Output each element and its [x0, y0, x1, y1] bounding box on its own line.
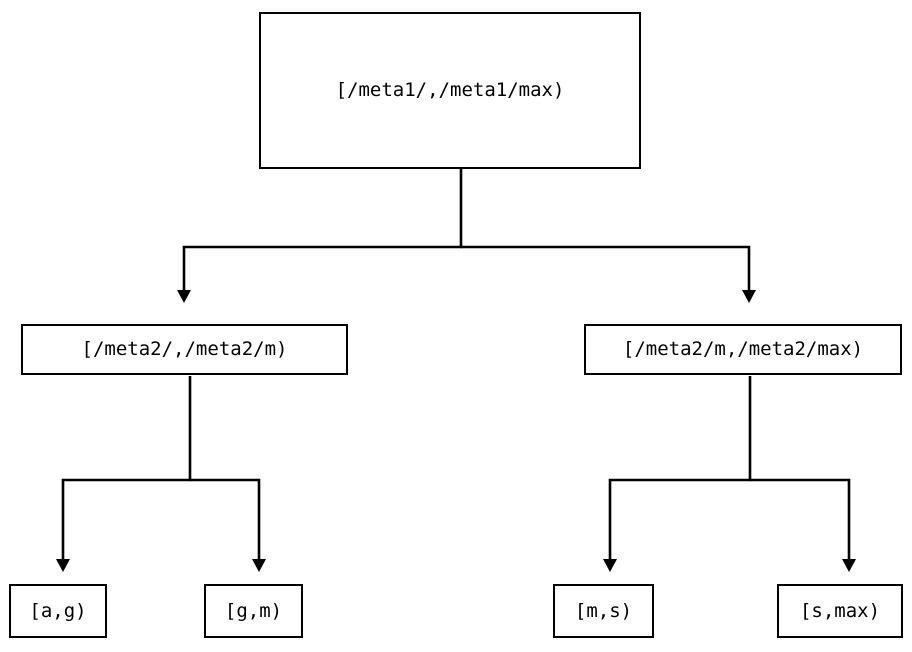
edge-meta2-low-to-leaf-ag	[56, 376, 192, 572]
tree-node-label: [s,max)	[799, 599, 881, 622]
arrowhead-icon	[56, 559, 70, 572]
tree-node-meta2-high[interactable]: [/meta2/m,/meta2/max)	[584, 324, 902, 375]
edge-meta2-low-to-leaf-gm	[190, 478, 266, 572]
edge-root-to-meta2-high	[461, 245, 756, 303]
arrowhead-icon	[177, 290, 191, 303]
tree-node-leaf-ms[interactable]: [m,s)	[553, 584, 654, 638]
arrowhead-icon	[252, 559, 266, 572]
tree-node-label: [g,m)	[224, 599, 283, 622]
edge-meta2-high-to-leaf-smax	[750, 478, 856, 572]
tree-node-label: [/meta2/m,/meta2/max)	[622, 338, 864, 360]
edge-meta2-high-to-leaf-ms	[603, 376, 752, 572]
tree-node-label: [m,s)	[574, 599, 633, 622]
tree-node-leaf-ag[interactable]: [a,g)	[9, 584, 107, 638]
tree-node-leaf-smax[interactable]: [s,max)	[777, 584, 903, 638]
arrowhead-icon	[742, 290, 756, 303]
arrowhead-icon	[603, 559, 617, 572]
tree-node-root[interactable]: [/meta1/,/meta1/max)	[259, 12, 641, 169]
arrowhead-icon	[842, 559, 856, 572]
tree-node-meta2-low[interactable]: [/meta2/,/meta2/m)	[21, 324, 348, 375]
edge-root-to-meta2-low	[177, 169, 463, 303]
tree-node-label: [/meta2/,/meta2/m)	[81, 338, 288, 360]
tree-node-label: [/meta1/,/meta1/max)	[335, 79, 565, 101]
tree-node-leaf-gm[interactable]: [g,m)	[204, 584, 303, 638]
tree-node-label: [a,g)	[29, 599, 87, 622]
